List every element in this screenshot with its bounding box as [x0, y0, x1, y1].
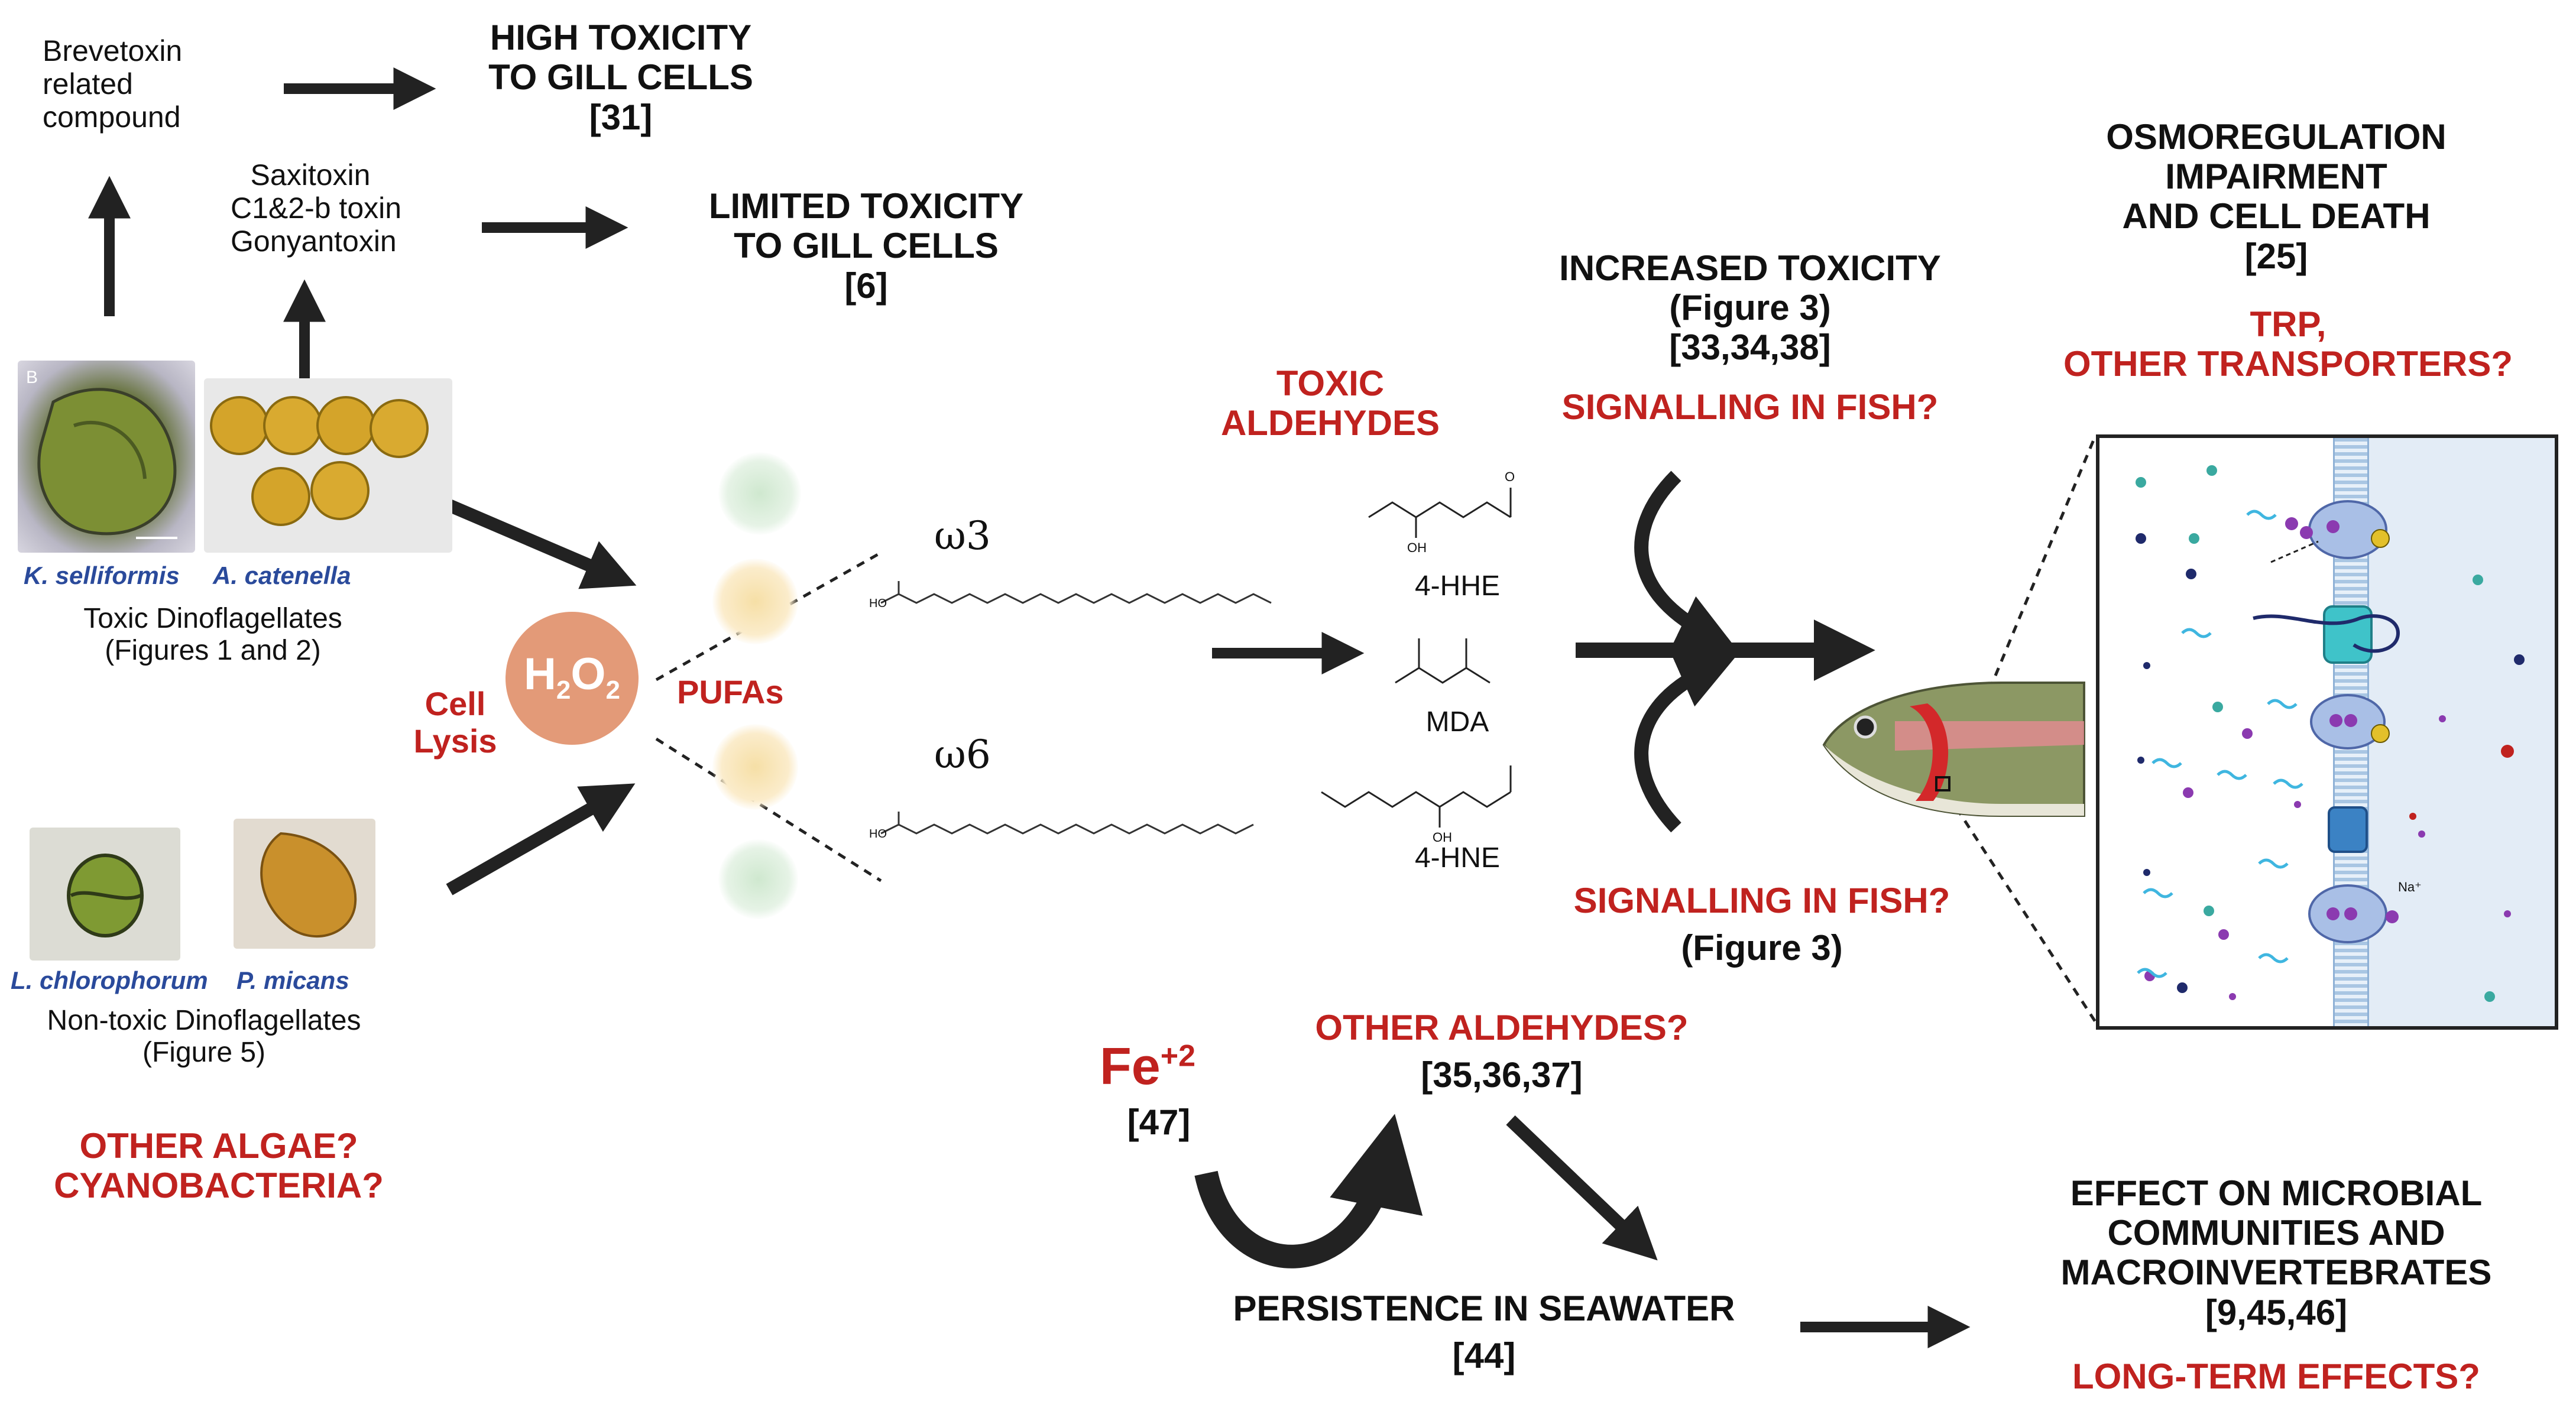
- a-catenella-photo: [204, 378, 452, 553]
- species-a-catenella: A. catenella: [213, 562, 351, 589]
- curved-arrow-upper: [1634, 471, 1735, 648]
- iron-charge: +2: [1160, 1039, 1195, 1073]
- omega6-acid-label: HO: [869, 828, 887, 841]
- omega3-label: ω3: [934, 513, 991, 559]
- h2o2-h: H: [524, 649, 556, 699]
- lysed-cell-1: [718, 452, 801, 535]
- hne-oh-label: OH: [1433, 830, 1452, 845]
- iron-cycle-arrow: [1194, 1114, 1423, 1268]
- saxitoxin-label: Saxitoxin C1&2-b toxin Gonyantoxin: [231, 158, 402, 258]
- hne-label: 4-HNE: [1414, 842, 1501, 874]
- arrow-aldehydes-to-seawater: [1506, 1115, 1658, 1261]
- osmoregulation-title: OSMOREGULATION IMPAIRMENT AND CELL DEATH…: [2106, 117, 2447, 276]
- mda-label: MDA: [1425, 706, 1489, 738]
- cell-lysis-label: Cell Lysis: [413, 685, 497, 760]
- limited-toxicity-ref: [6]: [844, 266, 888, 306]
- species-k-selliformis: K. selliformis: [24, 562, 180, 589]
- hne-structure: [1321, 765, 1512, 828]
- h2o2-formula: H2O2: [506, 648, 639, 705]
- species-p-micans: P. micans: [236, 966, 349, 994]
- limited-toxicity-title: LIMITED TOXICITY TO GILL CELLS: [708, 186, 1024, 266]
- l-chlorophorum-cell: [67, 854, 144, 937]
- omega6-label: ω6: [934, 732, 991, 777]
- curved-arrow-lower: [1634, 654, 1735, 833]
- l-chlorophorum-photo: [30, 828, 180, 961]
- arrow-nontoxic-to-pufas: [446, 783, 636, 896]
- high-toxicity-ref: [31]: [589, 98, 653, 137]
- hhe-o-label: O: [1505, 469, 1515, 484]
- lysed-cell-4: [718, 839, 798, 919]
- omega3-fatty-acid-structure: [880, 581, 1272, 604]
- other-aldehydes-ref: [35,36,37]: [1421, 1055, 1583, 1095]
- branch-line-omega6: [655, 737, 882, 883]
- other-aldehydes-title: OTHER ALDEHYDES?: [1315, 1008, 1689, 1047]
- pufas-label: PUFAs: [677, 673, 784, 710]
- persistence-ref: [44]: [1452, 1336, 1516, 1375]
- gill-cell-membrane-panel: Na⁺: [2096, 434, 2558, 1030]
- signalling-lower-figure: (Figure 3): [1681, 928, 1843, 968]
- nontoxic-dinoflagellates-caption: Non-toxic Dinoflagellates (Figure 5): [47, 1005, 361, 1068]
- signalling-in-fish-lower: SIGNALLING IN FISH?: [1573, 881, 1950, 920]
- iron-label: Fe+2: [1100, 1037, 1195, 1096]
- omega3-acid-label: HO: [869, 597, 887, 610]
- toxic-aldehydes-title: TOXIC ALDEHYDES: [1220, 364, 1440, 443]
- omega6-fatty-acid-structure: [880, 812, 1254, 835]
- long-term-effects: LONG-TERM EFFECTS?: [2072, 1357, 2480, 1396]
- k-selliformis-cell: [37, 388, 177, 539]
- sodium-label: Na⁺: [2398, 880, 2422, 894]
- h2o2-o: O: [571, 649, 606, 699]
- increased-toxicity-title: INCREASED TOXICITY (Figure 3) [33,34,38]: [1559, 248, 1941, 368]
- lysed-cell-2: [712, 559, 798, 644]
- h2o2-sub2: 2: [605, 676, 620, 705]
- brevetoxin-label: Brevetoxin related compound: [43, 34, 183, 134]
- arrow-toxic-to-pufas: [446, 499, 637, 589]
- h2o2-circle: H2O2: [506, 612, 639, 745]
- trp-transporters: TRP, OTHER TRANSPORTERS?: [2063, 304, 2513, 384]
- intracellular-region: [2364, 438, 2555, 1026]
- high-toxicity-title: HIGH TOXICITY TO GILL CELLS: [488, 18, 753, 98]
- effect-title: EFFECT ON MICROBIAL COMMUNITIES AND MACR…: [2060, 1173, 2492, 1332]
- h2o2-sub1: 2: [556, 676, 571, 705]
- p-micans-photo: [234, 819, 375, 949]
- iron-symbol: Fe: [1100, 1037, 1161, 1095]
- a-catenella-chain: [210, 396, 429, 526]
- other-algae-cyanobacteria: OTHER ALGAE? CYANOBACTERIA?: [54, 1126, 384, 1206]
- k-selliformis-photo: B: [18, 361, 195, 553]
- hhe-label: 4-HHE: [1414, 570, 1501, 602]
- species-l-chlorophorum: L. chlorophorum: [11, 966, 208, 994]
- trout-fish: [1822, 682, 2085, 817]
- iron-ref: [47]: [1127, 1102, 1191, 1142]
- toxic-dinoflagellates-caption: Toxic Dinoflagellates (Figures 1 and 2): [83, 603, 342, 666]
- lysed-cell-3: [712, 724, 798, 810]
- photo-b-label: B: [26, 368, 38, 387]
- persistence-title: PERSISTENCE IN SEAWATER: [1233, 1289, 1735, 1328]
- membrane-transporters: [2136, 465, 2525, 1002]
- hhe-structure: [1368, 488, 1512, 538]
- p-micans-cell: [260, 832, 357, 938]
- mda-structure: [1395, 638, 1490, 684]
- hhe-oh-label: OH: [1407, 540, 1427, 555]
- signalling-in-fish-upper: SIGNALLING IN FISH?: [1561, 387, 1939, 427]
